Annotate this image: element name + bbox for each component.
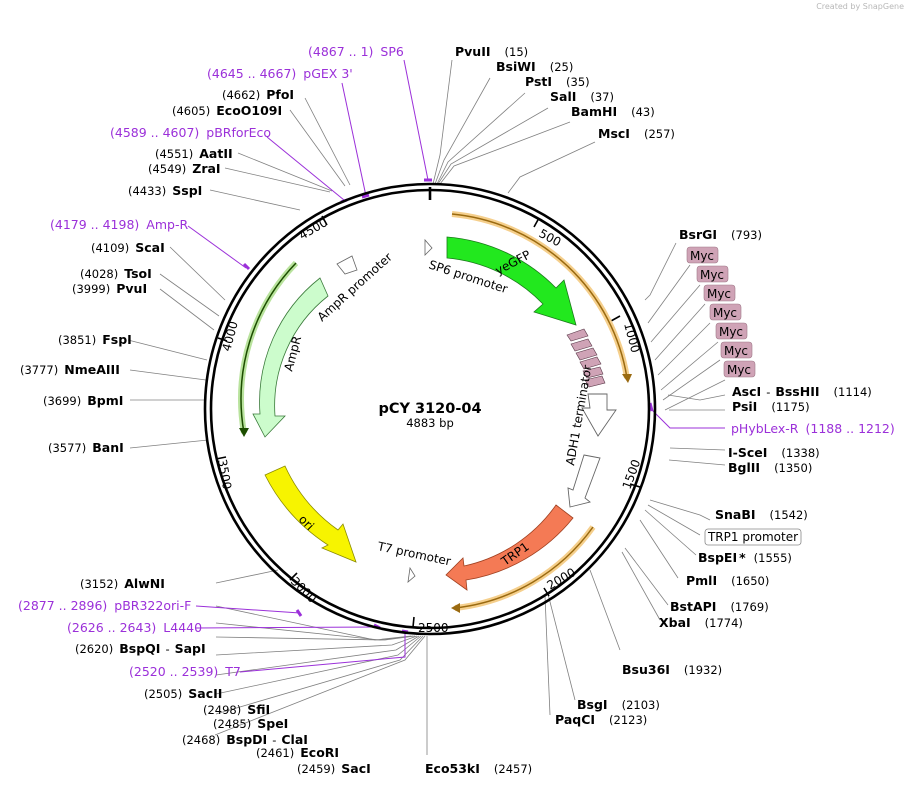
snapgene-watermark: Created by SnapGene (816, 2, 904, 11)
svg-text:PmlI(1650): PmlI(1650) (686, 573, 769, 588)
t7-promoter-label: T7 promoter (375, 539, 452, 568)
svg-text:(3777)NmeAIII: (3777)NmeAIII (20, 362, 120, 377)
svg-text:(4433)SspI: (4433)SspI (128, 183, 202, 198)
svg-text:(2461)EcoRI: (2461)EcoRI (256, 745, 339, 760)
svg-text:(4179 .. 4198)Amp-R: (4179 .. 4198)Amp-R (50, 217, 188, 232)
svg-text:(2459)SacI: (2459)SacI (297, 761, 371, 776)
svg-text:PaqCI(2123): PaqCI(2123) (555, 712, 647, 727)
svg-text:(4867 .. 1)SP6: (4867 .. 1)SP6 (308, 44, 404, 59)
primer-labels: (4867 .. 1)SP6 (4645 .. 4667)pGEX 3' (45… (18, 44, 895, 679)
myc-marks (566, 328, 606, 388)
svg-text:XbaI(1774): XbaI(1774) (659, 615, 743, 630)
svg-text:I-SceI(1338): I-SceI(1338) (728, 445, 820, 460)
myc-text-6: Myc (724, 344, 748, 358)
adh1-terminator-arrow (581, 393, 617, 437)
svg-text:(4605)EcoO109I: (4605)EcoO109I (172, 103, 282, 118)
orf-ampr-arrow (239, 428, 249, 437)
primer-lines (187, 59, 725, 673)
svg-text:Bsu36I(1932): Bsu36I(1932) (622, 662, 722, 677)
svg-text:SalI(37): SalI(37) (550, 89, 614, 104)
svg-text:PvuII(15): PvuII(15) (455, 44, 528, 59)
svg-text:BspEI*(1555): BspEI*(1555) (698, 550, 792, 565)
myc-tag-labels: Myc Myc Myc Myc Myc Myc Myc (686, 246, 756, 378)
svg-text:PstI(35): PstI(35) (525, 74, 590, 89)
myc-box-7 (723, 360, 756, 378)
svg-text:pHybLex-R(1188 .. 1212): pHybLex-R(1188 .. 1212) (731, 421, 895, 436)
svg-text:(4549)ZraI: (4549)ZraI (148, 161, 221, 176)
myc-box-2 (696, 265, 729, 283)
svg-text:(3851)FspI: (3851)FspI (58, 332, 132, 347)
svg-text:(4028)TsoI: (4028)TsoI (80, 266, 152, 281)
svg-text:SnaBI(1542): SnaBI(1542) (715, 507, 808, 522)
tick-4500: 4500 (297, 215, 330, 242)
tick-3500: 3500 (215, 458, 234, 491)
orf-yegfp-arrow (622, 374, 632, 383)
svg-text:(2620)BspQI-SapI: (2620)BspQI-SapI (75, 641, 206, 656)
svg-text:AscI-BssHII(1114): AscI-BssHII(1114) (732, 384, 872, 399)
svg-text:(2520 .. 2539)T7: (2520 .. 2539)T7 (129, 664, 241, 679)
trp1-promoter-box-label: TRP1 promoter (707, 530, 798, 544)
myc-text-3: Myc (707, 287, 731, 301)
svg-text:(2877 .. 2896)pBR322ori-F: (2877 .. 2896)pBR322ori-F (18, 598, 191, 613)
svg-text:BsrGI(793): BsrGI(793) (679, 227, 762, 242)
svg-text:MscI(257): MscI(257) (598, 126, 675, 141)
yegfp-feature (446, 236, 577, 326)
svg-text:(4589 .. 4607)pBRforEco: (4589 .. 4607)pBRforEco (110, 125, 271, 140)
backbone-outer (203, 182, 657, 636)
ampr-feature (252, 277, 329, 438)
trp1-promoter-box (704, 528, 802, 546)
plasmid-name: pCY 3120-04 (378, 401, 481, 417)
svg-text:BglII(1350): BglII(1350) (728, 460, 812, 475)
myc-box-4 (709, 303, 742, 321)
svg-text:(3152)AlwNI: (3152)AlwNI (80, 576, 165, 591)
myc-text-2: Myc (700, 268, 724, 282)
ampr-promoter-arrow (336, 255, 358, 275)
t7-promoter-arrow (407, 566, 416, 583)
myc-text-5: Myc (719, 325, 743, 339)
svg-text:(2498)SfiI: (2498)SfiI (203, 702, 270, 717)
svg-text:(2485)SpeI: (2485)SpeI (213, 716, 288, 731)
svg-text:BamHI(43): BamHI(43) (571, 104, 655, 119)
trp1-feature (445, 504, 574, 591)
enzyme-labels-left: (4662)PfoI (4605)EcoO109I (4551)AatII (4… (20, 87, 371, 776)
myc-text-4: Myc (713, 306, 737, 320)
myc-text-1: Myc (690, 249, 714, 263)
myc-box-6 (720, 341, 753, 359)
myc-text-7: Myc (727, 363, 751, 377)
sp6-promoter-arrow (424, 238, 433, 256)
leader-lines (127, 59, 726, 755)
orf-trp1-arrow (451, 603, 460, 613)
trp1-promoter-arrow (567, 454, 601, 508)
tick-2500: 2500 (418, 621, 449, 635)
ticks (215, 215, 641, 628)
enzyme-labels-right: PvuII(15) BsiWI(25) PstI(35) SalI(37) Ba… (425, 44, 872, 776)
svg-text:(2505)SacII: (2505)SacII (144, 686, 222, 701)
svg-text:(4662)PfoI: (4662)PfoI (222, 87, 294, 102)
ori-feature (264, 465, 357, 563)
svg-text:BsiWI(25): BsiWI(25) (496, 59, 573, 74)
svg-text:(4645 .. 4667)pGEX 3': (4645 .. 4667)pGEX 3' (207, 66, 353, 81)
svg-text:PsiI(1175): PsiI(1175) (732, 399, 810, 414)
myc-box-3 (703, 284, 736, 302)
svg-text:BsgI(2103): BsgI(2103) (577, 697, 660, 712)
svg-text:(3577)BanI: (3577)BanI (48, 440, 124, 455)
svg-text:(2626 .. 2643)L4440: (2626 .. 2643)L4440 (67, 620, 202, 635)
svg-text:(4109)ScaI: (4109)ScaI (91, 240, 165, 255)
svg-text:(3699)BpmI: (3699)BpmI (43, 393, 123, 408)
svg-text:(3999)PvuI: (3999)PvuI (72, 281, 147, 296)
svg-text:Eco53kI(2457): Eco53kI(2457) (425, 761, 532, 776)
svg-text:(4551)AatII: (4551)AatII (155, 146, 233, 161)
svg-text:BstAPI(1769): BstAPI(1769) (670, 599, 769, 614)
plasmid-size: 4883 bp (406, 416, 454, 430)
svg-text:(2468)BspDI-ClaI: (2468)BspDI-ClaI (182, 732, 308, 747)
ampr-promoter-label: AmpR promoter (315, 250, 395, 324)
myc-box-5 (715, 322, 748, 340)
myc-box-1 (686, 246, 719, 264)
